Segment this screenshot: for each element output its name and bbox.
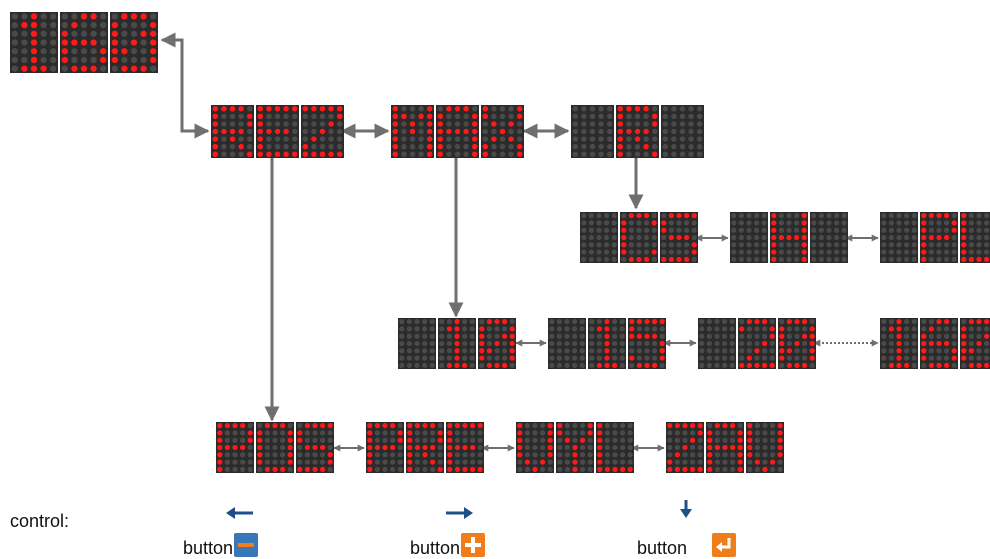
- connectors: [160, 32, 879, 452]
- display-pre-cell-2: [406, 422, 444, 473]
- minus-icon[interactable]: [234, 533, 258, 557]
- display-cs: [580, 212, 698, 263]
- display-rez-cell-1: [211, 105, 254, 158]
- display-160-cell-1: [10, 12, 58, 73]
- display-20: [698, 318, 816, 369]
- right-arrow-icon: [446, 507, 473, 519]
- display-20-cell-1: [698, 318, 736, 369]
- display-15-cell-2: [588, 318, 626, 369]
- display-10-cell-2: [438, 318, 476, 369]
- display-160: [10, 12, 158, 73]
- display-vyl-cell-2: [556, 422, 594, 473]
- display-pre: [366, 422, 484, 473]
- display-pre-cell-1: [366, 422, 404, 473]
- display-pl-cell-2: [920, 212, 958, 263]
- display-rez: [211, 105, 344, 158]
- display-h-cell-3: [810, 212, 848, 263]
- display-cs-cell-3: [660, 212, 698, 263]
- display-pos-cell-2: [256, 422, 294, 473]
- plus-button-label: button: [410, 538, 461, 558]
- minus-button-label: button: [183, 538, 234, 558]
- display-10: [398, 318, 516, 369]
- enter-icon[interactable]: [712, 533, 736, 557]
- display-max: [391, 105, 524, 158]
- display-r-cell-1: [571, 105, 614, 158]
- display-h-cell-1: [730, 212, 768, 263]
- display-160-value: [880, 318, 990, 369]
- connector-160-rez: [160, 32, 210, 139]
- display-pl-cell-3: [960, 212, 990, 263]
- display-160-cell-3: [110, 12, 158, 73]
- display-15-cell-3: [628, 318, 666, 369]
- display-pos-cell-1: [216, 422, 254, 473]
- display-rez-cell-3: [301, 105, 344, 158]
- display-h: [730, 212, 848, 263]
- display-r-cell-2: [616, 105, 659, 158]
- display-max-cell-3: [481, 105, 524, 158]
- left-arrow-icon: [226, 507, 253, 519]
- display-vyl-cell-3: [596, 422, 634, 473]
- display-160-value-cell-2: [920, 318, 958, 369]
- display-max-cell-1: [391, 105, 434, 158]
- display-cs-cell-2: [620, 212, 658, 263]
- display-zav: [666, 422, 784, 473]
- display-15-cell-1: [548, 318, 586, 369]
- display-max-cell-2: [436, 105, 479, 158]
- display-zav-cell-3: [746, 422, 784, 473]
- display-160-value-cell-1: [880, 318, 918, 369]
- display-cs-cell-1: [580, 212, 618, 263]
- display-r: [571, 105, 704, 158]
- display-vyl-cell-1: [516, 422, 554, 473]
- display-rez-cell-2: [256, 105, 299, 158]
- display-zav-cell-2: [706, 422, 744, 473]
- enter-button-label: button: [637, 538, 688, 558]
- down-arrow-icon: [680, 500, 692, 518]
- display-20-cell-3: [778, 318, 816, 369]
- display-r-cell-3: [661, 105, 704, 158]
- display-h-cell-2: [770, 212, 808, 263]
- display-160-cell-2: [60, 12, 108, 73]
- control-label: control:: [10, 511, 70, 531]
- display-pl: [880, 212, 990, 263]
- display-20-cell-2: [738, 318, 776, 369]
- display-pos: [216, 422, 334, 473]
- display-vyl: [516, 422, 634, 473]
- display-10-cell-1: [398, 318, 436, 369]
- display-zav-cell-1: [666, 422, 704, 473]
- display-pre-cell-3: [446, 422, 484, 473]
- plus-icon[interactable]: [461, 533, 485, 557]
- display-pos-cell-3: [296, 422, 334, 473]
- display-pl-cell-1: [880, 212, 918, 263]
- display-160-value-cell-3: [960, 318, 990, 369]
- display-10-cell-3: [478, 318, 516, 369]
- display-15: [548, 318, 666, 369]
